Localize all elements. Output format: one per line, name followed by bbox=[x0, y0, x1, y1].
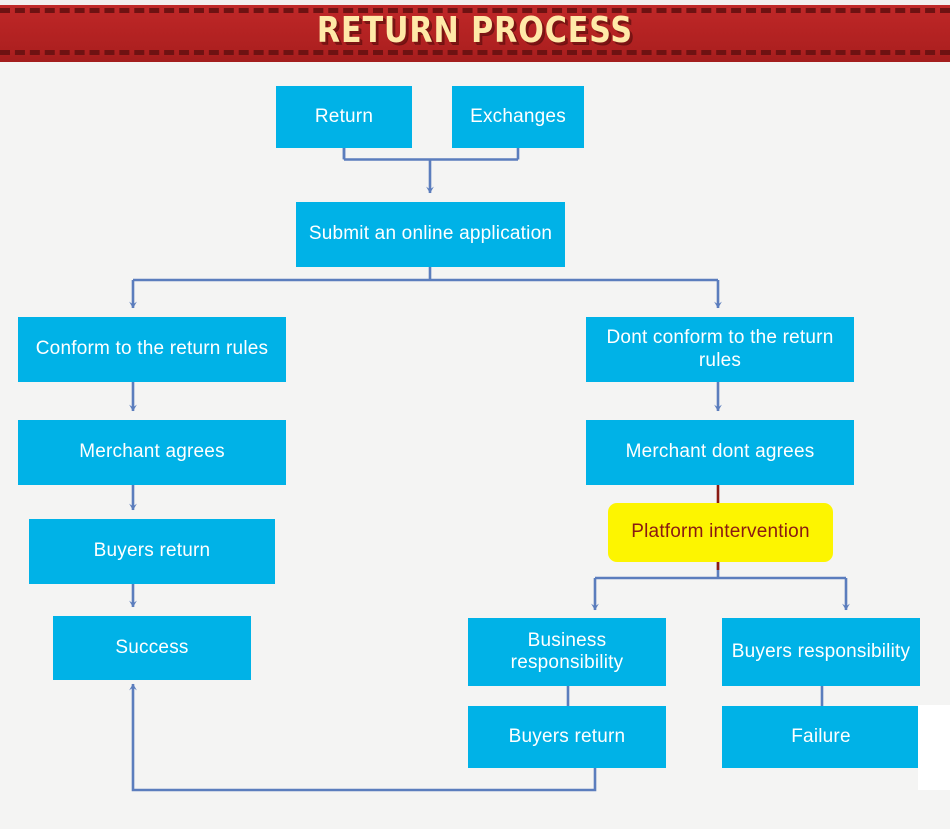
node-buyers-responsibility[interactable]: Buyers responsibility bbox=[722, 618, 920, 686]
node-failure[interactable]: Failure bbox=[722, 706, 920, 768]
node-conform-return-rules[interactable]: Conform to the return rules bbox=[18, 317, 286, 382]
node-success[interactable]: Success bbox=[53, 616, 251, 680]
banner-top-strip bbox=[0, 0, 950, 5]
node-exchanges[interactable]: Exchanges bbox=[452, 86, 584, 148]
node-merchant-agrees[interactable]: Merchant agrees bbox=[18, 420, 286, 485]
node-return[interactable]: Return bbox=[276, 86, 412, 148]
node-business-responsibility[interactable]: Business responsibility bbox=[468, 618, 666, 686]
flowchart-edges bbox=[129, 148, 850, 792]
node-platform-intervention[interactable]: Platform intervention bbox=[608, 503, 833, 562]
flowchart-canvas: Return Exchanges Submit an online applic… bbox=[0, 62, 950, 829]
node-dont-conform-return-rules[interactable]: Dont conform to the return rules bbox=[586, 317, 854, 382]
node-buyers-return-left[interactable]: Buyers return bbox=[29, 519, 275, 584]
banner-stitch-top bbox=[0, 8, 950, 13]
background-artifact bbox=[918, 705, 950, 790]
node-submit-application[interactable]: Submit an online application bbox=[296, 202, 565, 267]
banner-stitch-bottom bbox=[0, 50, 950, 55]
node-merchant-dont-agrees[interactable]: Merchant dont agrees bbox=[586, 420, 854, 485]
node-buyers-return-right[interactable]: Buyers return bbox=[468, 706, 666, 768]
page-title: RETURN PROCESS bbox=[316, 10, 634, 51]
title-banner: RETURN PROCESS bbox=[0, 0, 950, 62]
